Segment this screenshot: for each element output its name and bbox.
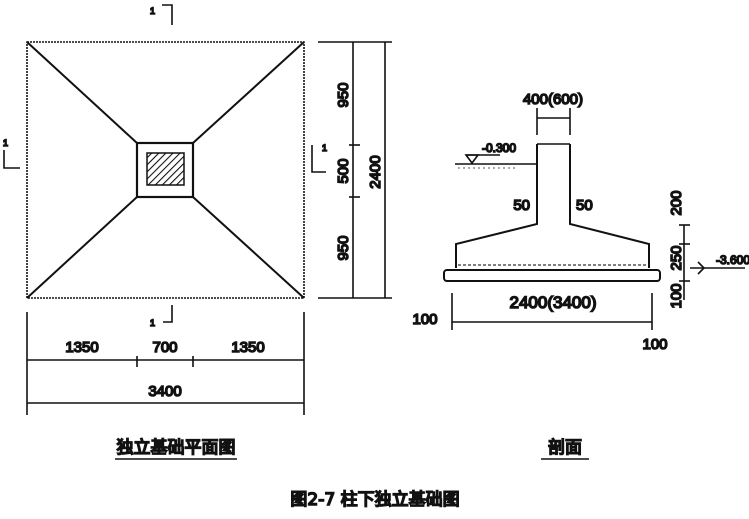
section-mark-bottom: 1 <box>149 305 173 329</box>
dim-500: 500 <box>335 158 352 183</box>
cushion-pad <box>443 269 661 282</box>
height-dimensions: 200 250 100 -3.600 <box>667 190 749 310</box>
offset-right-label: 50 <box>576 197 593 214</box>
dim-1350-right: 1350 <box>231 339 264 356</box>
dim-3400: 3400 <box>148 383 181 400</box>
ground-level: -0.300 <box>455 140 537 169</box>
offset-left-label: 50 <box>513 197 530 214</box>
horizontal-dimensions: 1350 700 1350 3400 <box>26 312 305 415</box>
svg-text:1: 1 <box>3 138 8 148</box>
height-100: 100 <box>668 283 685 308</box>
footing-section-outline <box>455 144 650 268</box>
height-200: 200 <box>668 190 685 215</box>
height-250: 250 <box>668 245 685 270</box>
ground-level-label: -0.300 <box>482 141 516 155</box>
section-caption: 剖面 <box>548 438 582 458</box>
svg-text:1: 1 <box>322 143 327 153</box>
dim-700: 700 <box>152 339 177 356</box>
column-width-label: 400(600) <box>523 91 583 108</box>
dim-2400: 2400 <box>367 155 384 188</box>
footing-outline <box>26 41 305 299</box>
vertical-dimensions: 950 500 950 2400 <box>318 41 392 299</box>
dim-1350-left: 1350 <box>65 339 98 356</box>
plan-view: 1 1 1 1 950 500 950 2400 <box>2 4 392 460</box>
column-hatch <box>146 152 185 186</box>
slope-lines <box>26 41 305 299</box>
section-mark-right: 1 <box>311 142 328 173</box>
dim-950-bottom: 950 <box>335 235 352 260</box>
section-mark-top: 1 <box>149 4 173 25</box>
svg-text:1: 1 <box>150 6 155 16</box>
dim-950-top: 950 <box>335 82 352 107</box>
section-mark-left: 1 <box>2 137 20 169</box>
bottom-level-label: -3.600 <box>716 253 749 267</box>
figure-caption: 图2-7 柱下独立基础图 <box>290 490 459 510</box>
svg-text:1: 1 <box>150 318 155 328</box>
pad-right-label: 100 <box>642 336 667 353</box>
pad-left-label: 100 <box>412 311 437 328</box>
base-width-label: 2400(3400) <box>510 293 597 312</box>
section-view: 400(600) -0.300 50 50 2400(3400) 100 100… <box>412 90 749 460</box>
column-pedestal <box>135 141 195 199</box>
plan-caption: 独立基础平面图 <box>117 438 236 458</box>
